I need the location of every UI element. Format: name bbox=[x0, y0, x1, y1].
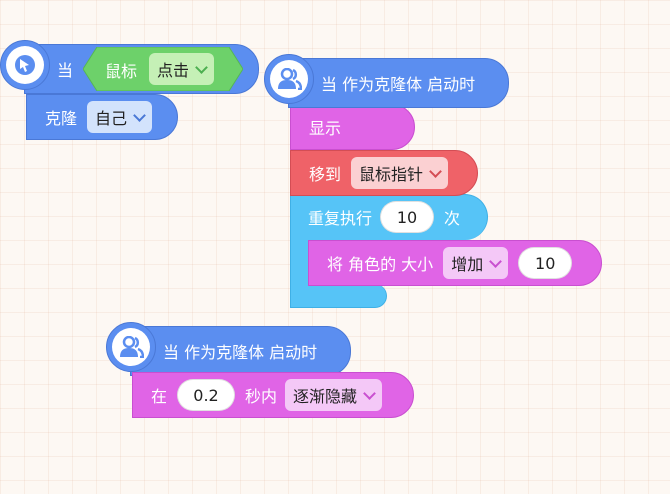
fade-effect-block[interactable]: 在 0.2 秒内 逐渐隐藏 bbox=[132, 372, 414, 418]
fade-unit-label: 秒内 bbox=[245, 387, 278, 406]
fade-effect-value: 逐渐隐藏 bbox=[293, 387, 358, 406]
chevron-down-icon bbox=[195, 60, 208, 74]
clone-label: 克隆 bbox=[45, 109, 78, 128]
change-amount-input[interactable]: 10 bbox=[518, 247, 573, 279]
when-label: 当 bbox=[57, 61, 74, 80]
repeat-foot bbox=[290, 284, 387, 308]
condition-label: 鼠标 bbox=[105, 62, 138, 81]
when-mouse-hat-block[interactable]: 当 鼠标 点击 bbox=[24, 44, 259, 94]
clone-start-hat-label-2: 当 作为克隆体 启动时 bbox=[163, 343, 318, 362]
repeat-label: 重复执行 bbox=[308, 209, 373, 228]
fade-duration-input[interactable]: 0.2 bbox=[177, 379, 236, 411]
clone-start-hat-label: 当 作为克隆体 启动时 bbox=[321, 75, 476, 94]
repeat-count-input[interactable]: 10 bbox=[380, 201, 435, 233]
mouse-icon-glyph bbox=[15, 55, 35, 75]
mouse-icon bbox=[0, 40, 50, 90]
move-label: 移到 bbox=[309, 165, 342, 184]
change-size-block[interactable]: 将 角色的 大小 增加 10 bbox=[308, 240, 602, 286]
clone-start-hat-block[interactable]: 当 作为克隆体 启动时 bbox=[288, 58, 509, 108]
clone-target-dropdown[interactable]: 自己 bbox=[87, 101, 153, 133]
mouse-condition-block[interactable]: 鼠标 点击 bbox=[83, 47, 243, 91]
chevron-down-icon bbox=[363, 386, 376, 400]
change-op-value: 增加 bbox=[451, 255, 484, 274]
repeat-arm bbox=[290, 238, 310, 288]
chevron-down-icon bbox=[133, 108, 146, 122]
mouse-action-value: 点击 bbox=[157, 61, 190, 80]
fade-in-label: 在 bbox=[151, 387, 168, 406]
move-to-block[interactable]: 移到 鼠标指针 bbox=[290, 150, 478, 196]
clone-start-hat-block-2[interactable]: 当 作为克隆体 启动时 bbox=[130, 326, 351, 376]
mouse-action-dropdown[interactable]: 点击 bbox=[149, 53, 215, 85]
fade-effect-dropdown[interactable]: 逐渐隐藏 bbox=[285, 379, 383, 411]
show-block[interactable]: 显示 bbox=[290, 104, 415, 150]
chevron-down-icon bbox=[429, 164, 442, 178]
repeat-suffix-label: 次 bbox=[444, 209, 461, 228]
change-op-dropdown[interactable]: 增加 bbox=[443, 247, 509, 279]
repeat-header: 重复执行 10 次 bbox=[308, 201, 460, 233]
clone-user-icon bbox=[106, 322, 156, 372]
change-size-label: 将 角色的 大小 bbox=[327, 255, 434, 274]
show-label: 显示 bbox=[309, 119, 342, 138]
users-icon-glyph bbox=[278, 68, 302, 90]
clone-target-value: 自己 bbox=[95, 109, 128, 128]
move-target-value: 鼠标指针 bbox=[359, 165, 424, 184]
move-target-dropdown[interactable]: 鼠标指针 bbox=[351, 157, 449, 189]
users-icon-glyph bbox=[120, 336, 144, 358]
clone-block[interactable]: 克隆 自己 bbox=[26, 94, 178, 140]
chevron-down-icon bbox=[489, 254, 503, 268]
clone-user-icon bbox=[264, 54, 314, 104]
